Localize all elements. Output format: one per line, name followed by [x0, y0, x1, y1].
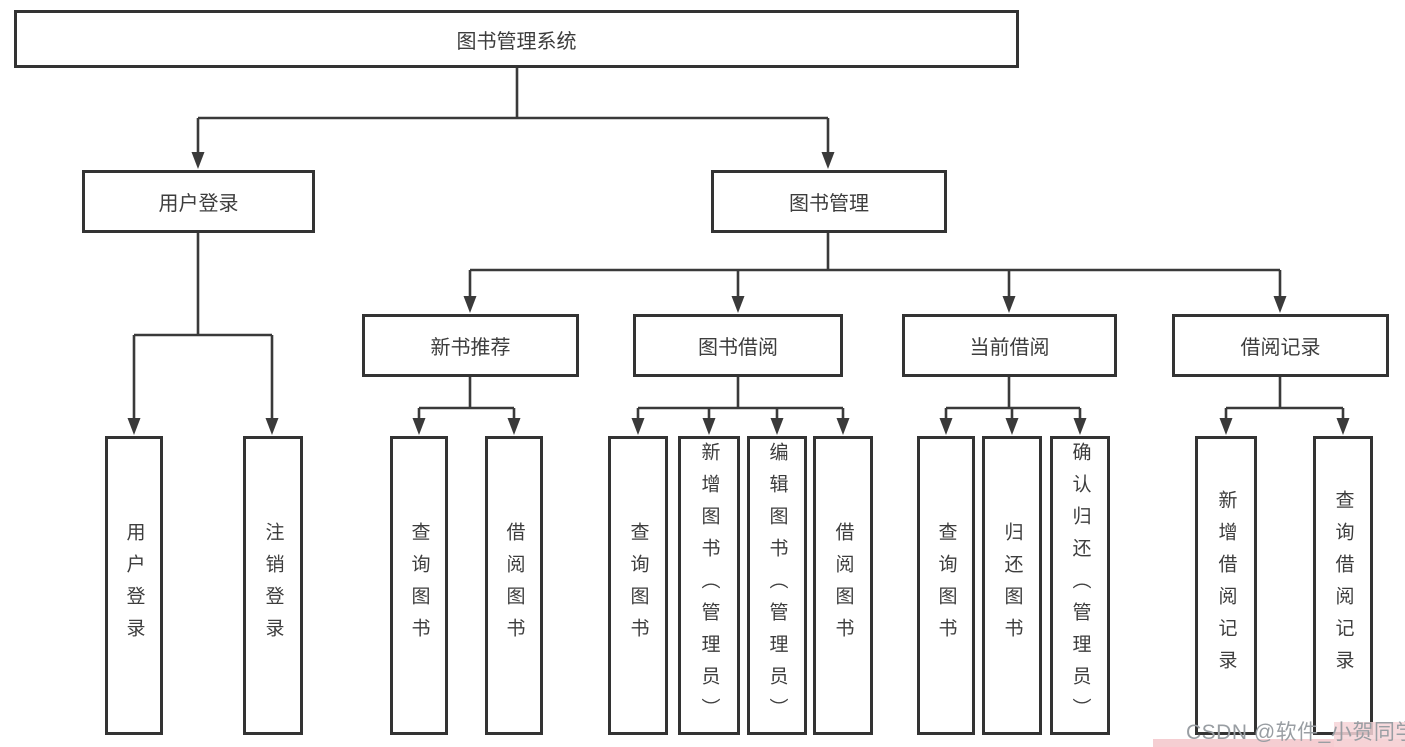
watermark-text: CSDN @软件_小贺同学 — [1186, 721, 1405, 744]
node-root-system: 图书管理系统 — [14, 10, 1019, 68]
leaf-add-book-admin-label: 新增图书（管理员） — [698, 441, 720, 730]
leaf-query-borrow-record-label: 查询借阅记录 — [1332, 489, 1354, 682]
watermark-pink-strip — [1153, 739, 1405, 747]
node-new-book-recommend: 新书推荐 — [362, 314, 579, 377]
leaf-query-books-recommend: 查询图书 — [390, 436, 448, 735]
leaf-query-books-recommend-label: 查询图书 — [408, 521, 430, 650]
node-user-login: 用户登录 — [82, 170, 315, 233]
leaf-query-books-current-label: 查询图书 — [935, 521, 957, 650]
node-book-management-label: 图书管理 — [789, 193, 869, 215]
leaf-add-borrow-record: 新增借阅记录 — [1195, 436, 1257, 735]
leaf-confirm-return-admin: 确认归还（管理员） — [1050, 436, 1110, 735]
node-borrow-records: 借阅记录 — [1172, 314, 1389, 377]
leaf-borrow-books-recommend-label: 借阅图书 — [503, 521, 525, 650]
leaf-borrow-books-recommend: 借阅图书 — [485, 436, 543, 735]
node-borrow-records-label: 借阅记录 — [1240, 337, 1321, 359]
leaf-query-books-current: 查询图书 — [917, 436, 975, 735]
node-current-borrow: 当前借阅 — [902, 314, 1117, 377]
arrowheads — [127, 152, 1350, 435]
node-book-borrow-label: 图书借阅 — [698, 337, 778, 359]
node-user-login-label: 用户登录 — [158, 193, 239, 215]
node-new-book-recommend-label: 新书推荐 — [430, 337, 511, 359]
leaf-borrow-books: 借阅图书 — [813, 436, 873, 735]
leaf-logout-label: 注销登录 — [262, 521, 284, 650]
leaf-query-borrow-record: 查询借阅记录 — [1313, 436, 1373, 735]
node-book-borrow: 图书借阅 — [633, 314, 843, 377]
leaf-return-books: 归还图书 — [982, 436, 1042, 735]
leaf-borrow-books-label: 借阅图书 — [832, 521, 854, 650]
leaf-user-login: 用户登录 — [105, 436, 163, 735]
node-book-management: 图书管理 — [711, 170, 947, 233]
leaf-query-books-borrow-label: 查询图书 — [627, 521, 649, 650]
leaf-edit-book-admin-label: 编辑图书（管理员） — [766, 441, 788, 730]
node-current-borrow-label: 当前借阅 — [969, 337, 1050, 359]
leaf-add-book-admin: 新增图书（管理员） — [678, 436, 740, 735]
watermark-pink-block — [1334, 722, 1405, 747]
leaf-query-books-borrow: 查询图书 — [608, 436, 668, 735]
leaf-add-borrow-record-label: 新增借阅记录 — [1215, 489, 1237, 682]
leaf-user-login-label: 用户登录 — [123, 521, 145, 650]
leaf-logout: 注销登录 — [243, 436, 303, 735]
leaf-confirm-return-admin-label: 确认归还（管理员） — [1069, 441, 1091, 730]
leaf-edit-book-admin: 编辑图书（管理员） — [747, 436, 807, 735]
leaf-return-books-label: 归还图书 — [1001, 521, 1023, 650]
node-root-label: 图书管理系统 — [456, 30, 577, 53]
